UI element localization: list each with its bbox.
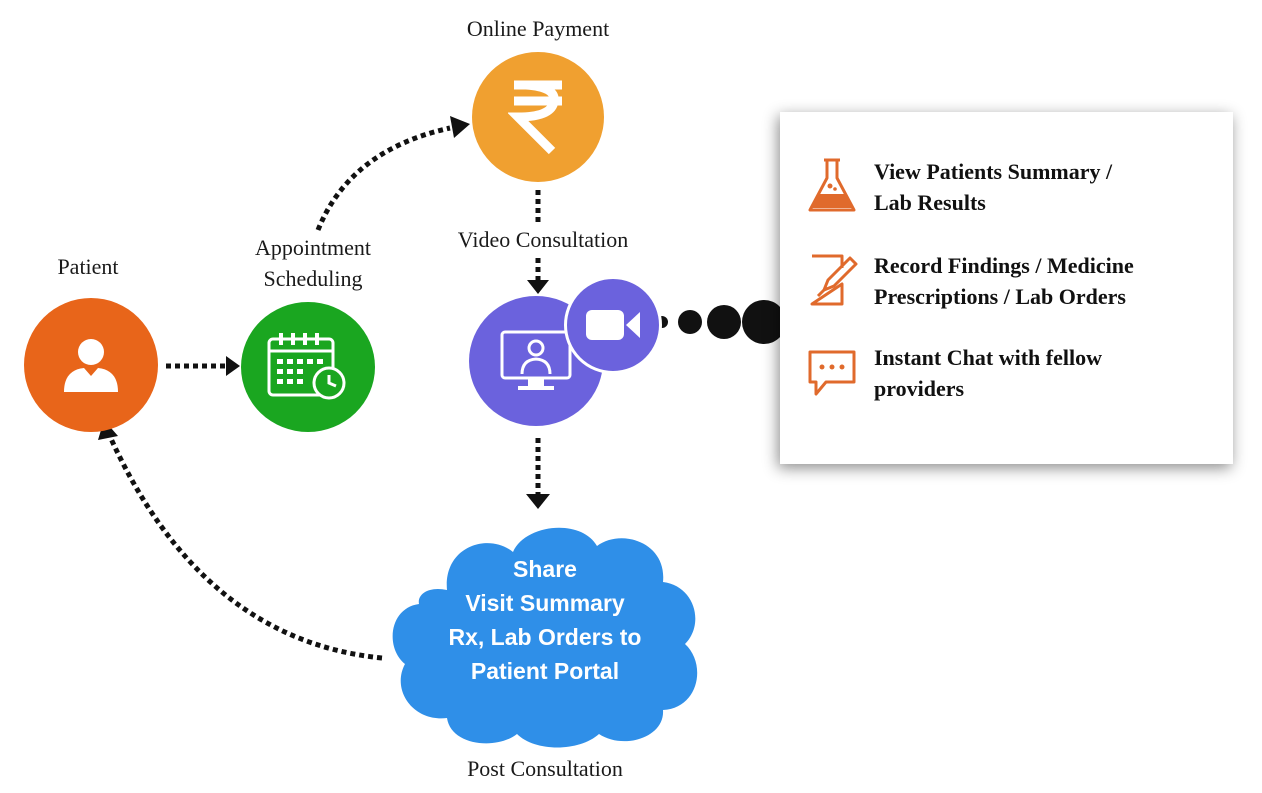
arrowhead-icon	[527, 280, 549, 294]
post-consultation-label: Post Consultation	[467, 756, 623, 781]
flask-icon	[808, 158, 856, 212]
feature-item: Instant Chat with fellow providers	[804, 342, 1224, 404]
video-camera-icon	[586, 310, 640, 340]
calendar-clock-icon	[267, 333, 346, 400]
post-line-2: Visit Summary	[465, 590, 625, 616]
person-icon	[64, 339, 118, 392]
post-consultation-text: Share Visit Summary Rx, Lab Orders to Pa…	[385, 552, 705, 688]
feature-line2: Prescriptions / Lab Orders	[874, 284, 1126, 309]
appointment-label: Appointment Scheduling	[228, 232, 398, 294]
arrow-post-to-patient	[105, 430, 383, 661]
arrowhead-icon	[226, 356, 240, 376]
payment-node	[472, 52, 604, 182]
arrowhead-icon	[526, 494, 550, 509]
post-consultation-cloud	[392, 527, 698, 748]
provider-features-panel: View Patients Summary / Lab Results Reco…	[780, 112, 1233, 464]
arrow-appointment-to-payment	[315, 125, 451, 231]
connector-dot-xlarge	[742, 300, 786, 344]
payment-label: Online Payment	[466, 16, 610, 41]
connector-dot-medium	[678, 310, 702, 334]
arrowhead-icon	[450, 116, 470, 138]
connector-dot-large	[707, 305, 741, 339]
patient-label: Patient	[57, 254, 119, 279]
video-label: Video Consultation	[457, 227, 629, 252]
edit-document-icon	[810, 254, 858, 306]
feature-item: Record Findings / Medicine Prescriptions…	[804, 250, 1224, 312]
doctor-monitor-icon	[500, 330, 572, 390]
feature-line2: providers	[874, 376, 965, 401]
feature-text: View Patients Summary / Lab Results	[874, 156, 1224, 218]
feature-item: View Patients Summary / Lab Results	[804, 156, 1224, 218]
feature-line2: Lab Results	[874, 190, 986, 215]
feature-line1: Record Findings / Medicine	[874, 253, 1134, 278]
appointment-label-line1: Appointment	[254, 235, 372, 260]
patient-node	[24, 298, 158, 432]
appointment-label-line2: Scheduling	[263, 266, 363, 291]
feature-text: Instant Chat with fellow providers	[874, 342, 1224, 404]
post-line-3: Rx, Lab Orders to	[448, 624, 642, 650]
post-line-1: Share	[513, 556, 577, 582]
video-camera-badge	[564, 276, 662, 374]
feature-line1: View Patients Summary /	[874, 159, 1113, 184]
rupee-icon	[508, 80, 562, 155]
chat-bubble-icon	[808, 350, 856, 396]
post-line-4: Patient Portal	[470, 658, 620, 684]
feature-line1: Instant Chat with fellow	[874, 345, 1102, 370]
feature-text: Record Findings / Medicine Prescriptions…	[874, 250, 1224, 312]
appointment-node	[241, 302, 375, 432]
